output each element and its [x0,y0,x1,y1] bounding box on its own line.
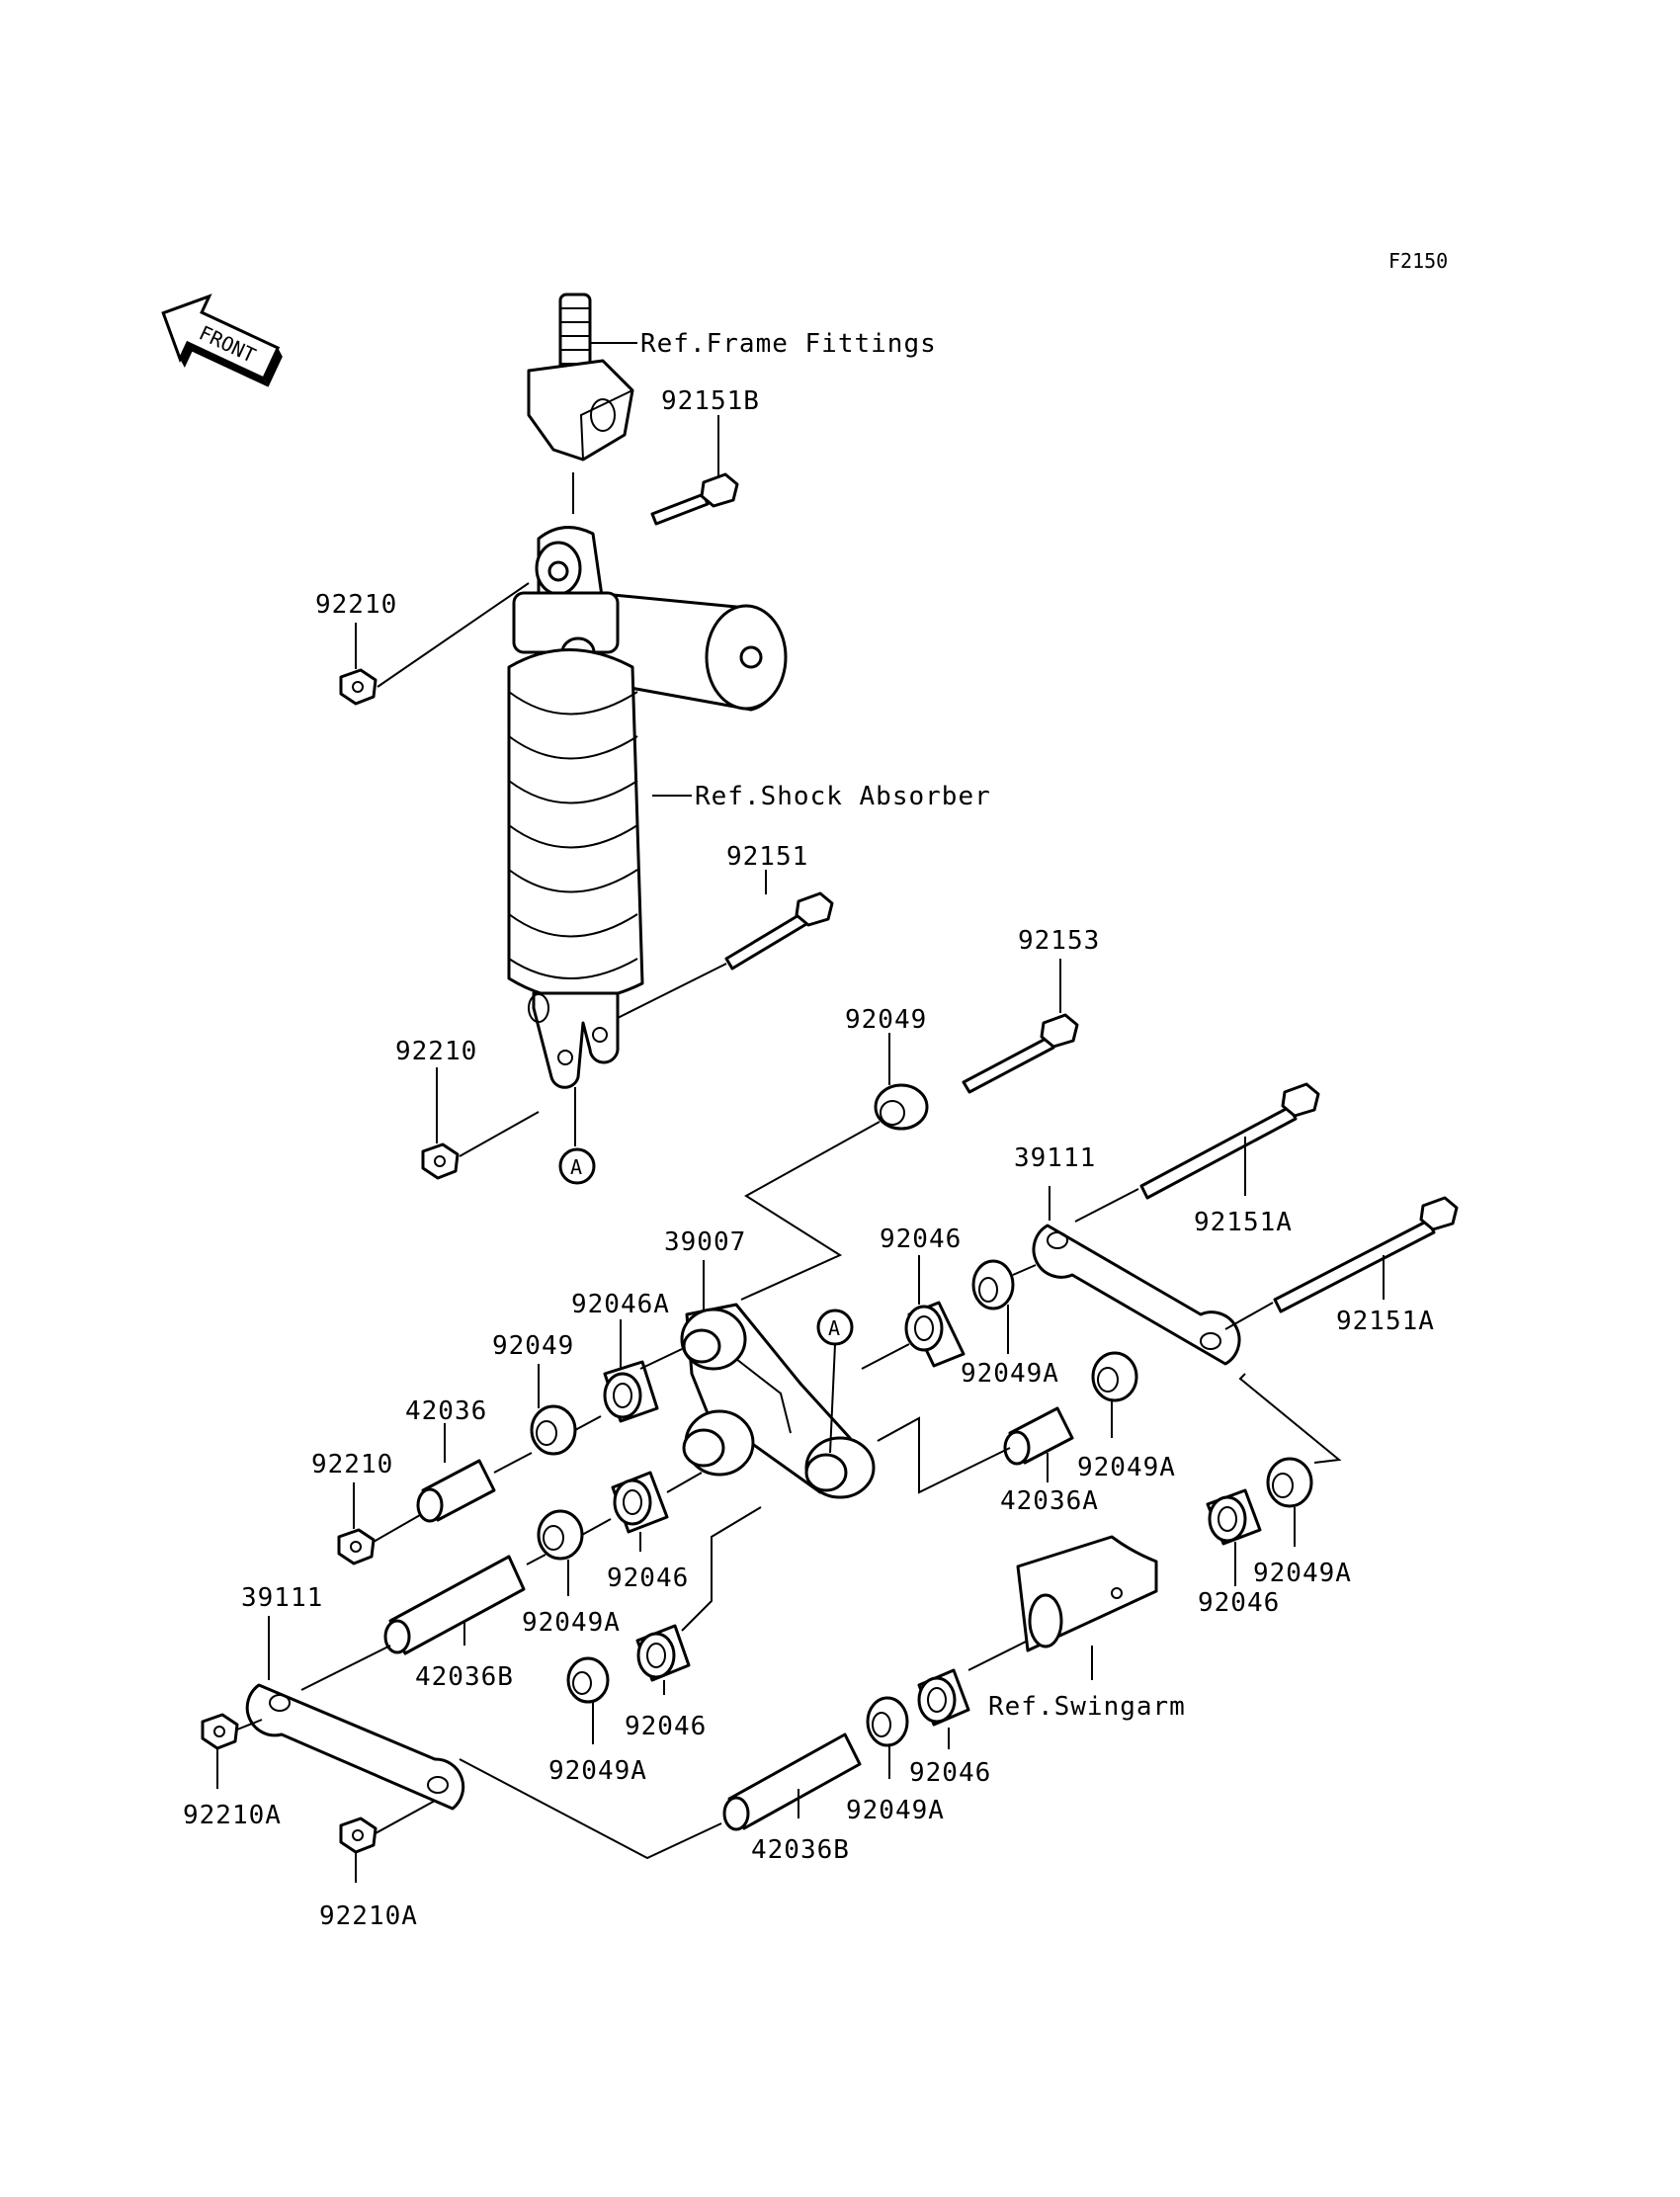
label-92151A-a: 92151A [1194,1208,1293,1237]
bearing-92046-b [611,1471,669,1534]
label-92049A-b: 92049A [522,1608,621,1638]
bolt-92151A-upper [1139,1082,1320,1200]
label-92210A-b: 92210A [319,1901,418,1931]
label-92046-a: 92046 [880,1225,962,1254]
label-42036A: 42036A [1000,1486,1099,1516]
collar-92049A-f [566,1656,610,1704]
bolt-92153 [962,1013,1079,1094]
label-92046-e: 92046 [625,1712,707,1741]
bearing-92046-d [917,1668,970,1727]
tie-rod-39111-lower [245,1683,465,1811]
ref-shock-absorber: Ref.Shock Absorber [695,782,991,811]
collar-92049A-a [971,1259,1015,1310]
bearing-92046-a [904,1301,966,1368]
sleeve-42036B-lower [722,1732,862,1831]
label-92046A: 92046A [571,1290,670,1319]
collar-92049-left [530,1404,577,1456]
connector-a-label: A [570,1155,582,1179]
ref-frame-fittings: Ref.Frame Fittings [640,329,937,359]
label-92049A-d: 92049A [1253,1559,1352,1588]
sleeve-42036A [1003,1406,1074,1466]
label-92049-a: 92049 [845,1005,927,1035]
nut-92210-upper [339,668,378,706]
label-92046-d: 92046 [909,1758,991,1788]
nut-92210A-bottom [339,1817,378,1854]
label-92049A-c: 92049A [1077,1453,1176,1482]
label-92151A-b: 92151A [1336,1307,1435,1336]
label-92210A-a: 92210A [183,1801,282,1830]
bearing-92046-e [635,1624,691,1682]
label-39111-b: 39111 [241,1583,323,1613]
collar-92049A-c [1091,1351,1138,1402]
nut-92210A-left [201,1713,239,1750]
label-92049A-f: 92049A [548,1756,647,1786]
rocker-arm-39007 [680,1303,876,1499]
bearing-92046A [603,1360,659,1423]
connector-a-label-2: A [828,1316,840,1340]
collar-92049-top [874,1083,929,1131]
front-arrow-icon: FRONT [161,294,283,387]
label-92210-a: 92210 [315,590,397,620]
bolt-92151A-lower [1273,1196,1459,1313]
ref-swingarm: Ref.Swingarm [988,1692,1186,1722]
bolt-92151 [724,891,834,971]
label-39111-a: 39111 [1014,1143,1096,1173]
label-92049-b: 92049 [492,1331,574,1361]
bolt-92151B [650,472,739,526]
sleeve-42036B-upper [383,1555,526,1655]
label-92210-b: 92210 [395,1037,477,1066]
label-42036B-b: 42036B [751,1835,850,1865]
nut-92210-lower [421,1142,460,1180]
label-42036: 42036 [405,1396,487,1426]
frame-fitting [527,293,634,462]
label-92210-c: 92210 [311,1450,393,1479]
sleeve-42036 [416,1459,496,1523]
label-92153: 92153 [1018,926,1100,956]
collar-92049A-d [1266,1457,1313,1508]
label-92046-b: 92046 [607,1563,689,1593]
figure-code: F2150 [1388,249,1448,273]
label-92046-c: 92046 [1198,1588,1280,1618]
label-92151: 92151 [726,842,808,872]
collar-92049A-e [866,1696,909,1747]
swingarm-ref [1016,1535,1158,1652]
shock-absorber [507,526,788,1089]
collar-92049A-b [537,1509,584,1561]
tie-rod-39111-upper [1032,1224,1241,1366]
label-92049A-e: 92049A [846,1796,945,1825]
label-92049A-a: 92049A [961,1359,1059,1389]
label-42036B-a: 42036B [415,1662,514,1692]
bearing-92046-c [1206,1488,1262,1546]
label-92151B: 92151B [661,386,760,416]
connector-a-circle [558,1147,596,1185]
label-39007: 39007 [664,1227,746,1257]
nut-92210-left [337,1528,376,1565]
